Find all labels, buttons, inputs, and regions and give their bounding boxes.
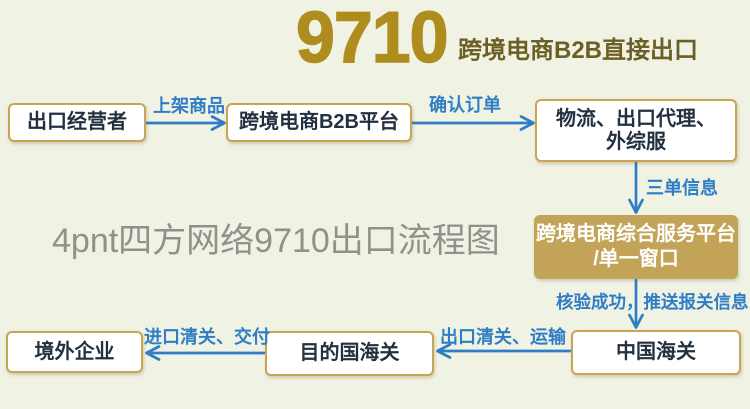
node-china-customs: 中国海关 xyxy=(571,330,741,375)
arrow-three-orders-head xyxy=(628,198,644,214)
node-exporter-label: 出口经营者 xyxy=(27,111,127,133)
edge-label-confirm: 确认订单 xyxy=(429,95,501,115)
node-comprehensive-line1: 跨境电商综合服务平台 xyxy=(536,223,736,245)
node-destination-customs-label: 目的国海关 xyxy=(299,342,400,364)
title-subtitle: 跨境电商B2B直接出口 xyxy=(458,37,699,64)
node-china-customs-label: 中国海关 xyxy=(616,341,696,363)
edge-label-verify-push: 核验成功，推送报关信息 xyxy=(556,292,749,312)
node-overseas-enterprise: 境外企业 xyxy=(6,331,143,373)
node-comprehensive-line2: /单一窗口 xyxy=(593,248,679,270)
arrow-confirm-head xyxy=(519,115,535,131)
arrow-verify-push-head xyxy=(628,313,644,329)
arrow-listing xyxy=(144,115,226,131)
edge-label-export-clearance: 出口清关、运输 xyxy=(440,327,566,347)
arrow-listing-head xyxy=(210,115,226,131)
arrow-verify-push xyxy=(628,278,644,329)
node-logistics-line1: 物流、出口代理、 xyxy=(556,107,716,130)
node-destination-customs: 目的国海关 xyxy=(265,331,434,376)
arrow-import-clearance-head xyxy=(145,345,161,361)
edge-label-listing: 上架商品 xyxy=(153,96,225,116)
node-overseas-enterprise-label: 境外企业 xyxy=(34,340,115,363)
watermark-text: 4pnt四方网络9710出口流程图 xyxy=(52,222,500,260)
node-b2b-platform-label: 跨境电商B2B平台 xyxy=(238,111,399,133)
node-comprehensive-service-platform: 跨境电商综合服务平台 /单一窗口 xyxy=(534,215,738,279)
title-code: 9710 xyxy=(295,0,449,78)
arrow-confirm xyxy=(409,115,535,131)
arrow-three-orders xyxy=(628,161,644,214)
arrow-export-clearance xyxy=(436,343,572,359)
node-exporter: 出口经营者 xyxy=(8,103,146,142)
arrow-export-clearance-head xyxy=(436,343,452,359)
edge-label-import-clearance: 进口清关、交付 xyxy=(144,327,270,347)
arrow-import-clearance xyxy=(145,345,266,361)
edge-label-three-orders: 三单信息 xyxy=(646,178,718,198)
node-logistics: 物流、出口代理、 外综服 xyxy=(535,99,737,162)
node-b2b-platform: 跨境电商B2B平台 xyxy=(226,103,412,142)
node-logistics-line2: 外综服 xyxy=(606,130,666,153)
